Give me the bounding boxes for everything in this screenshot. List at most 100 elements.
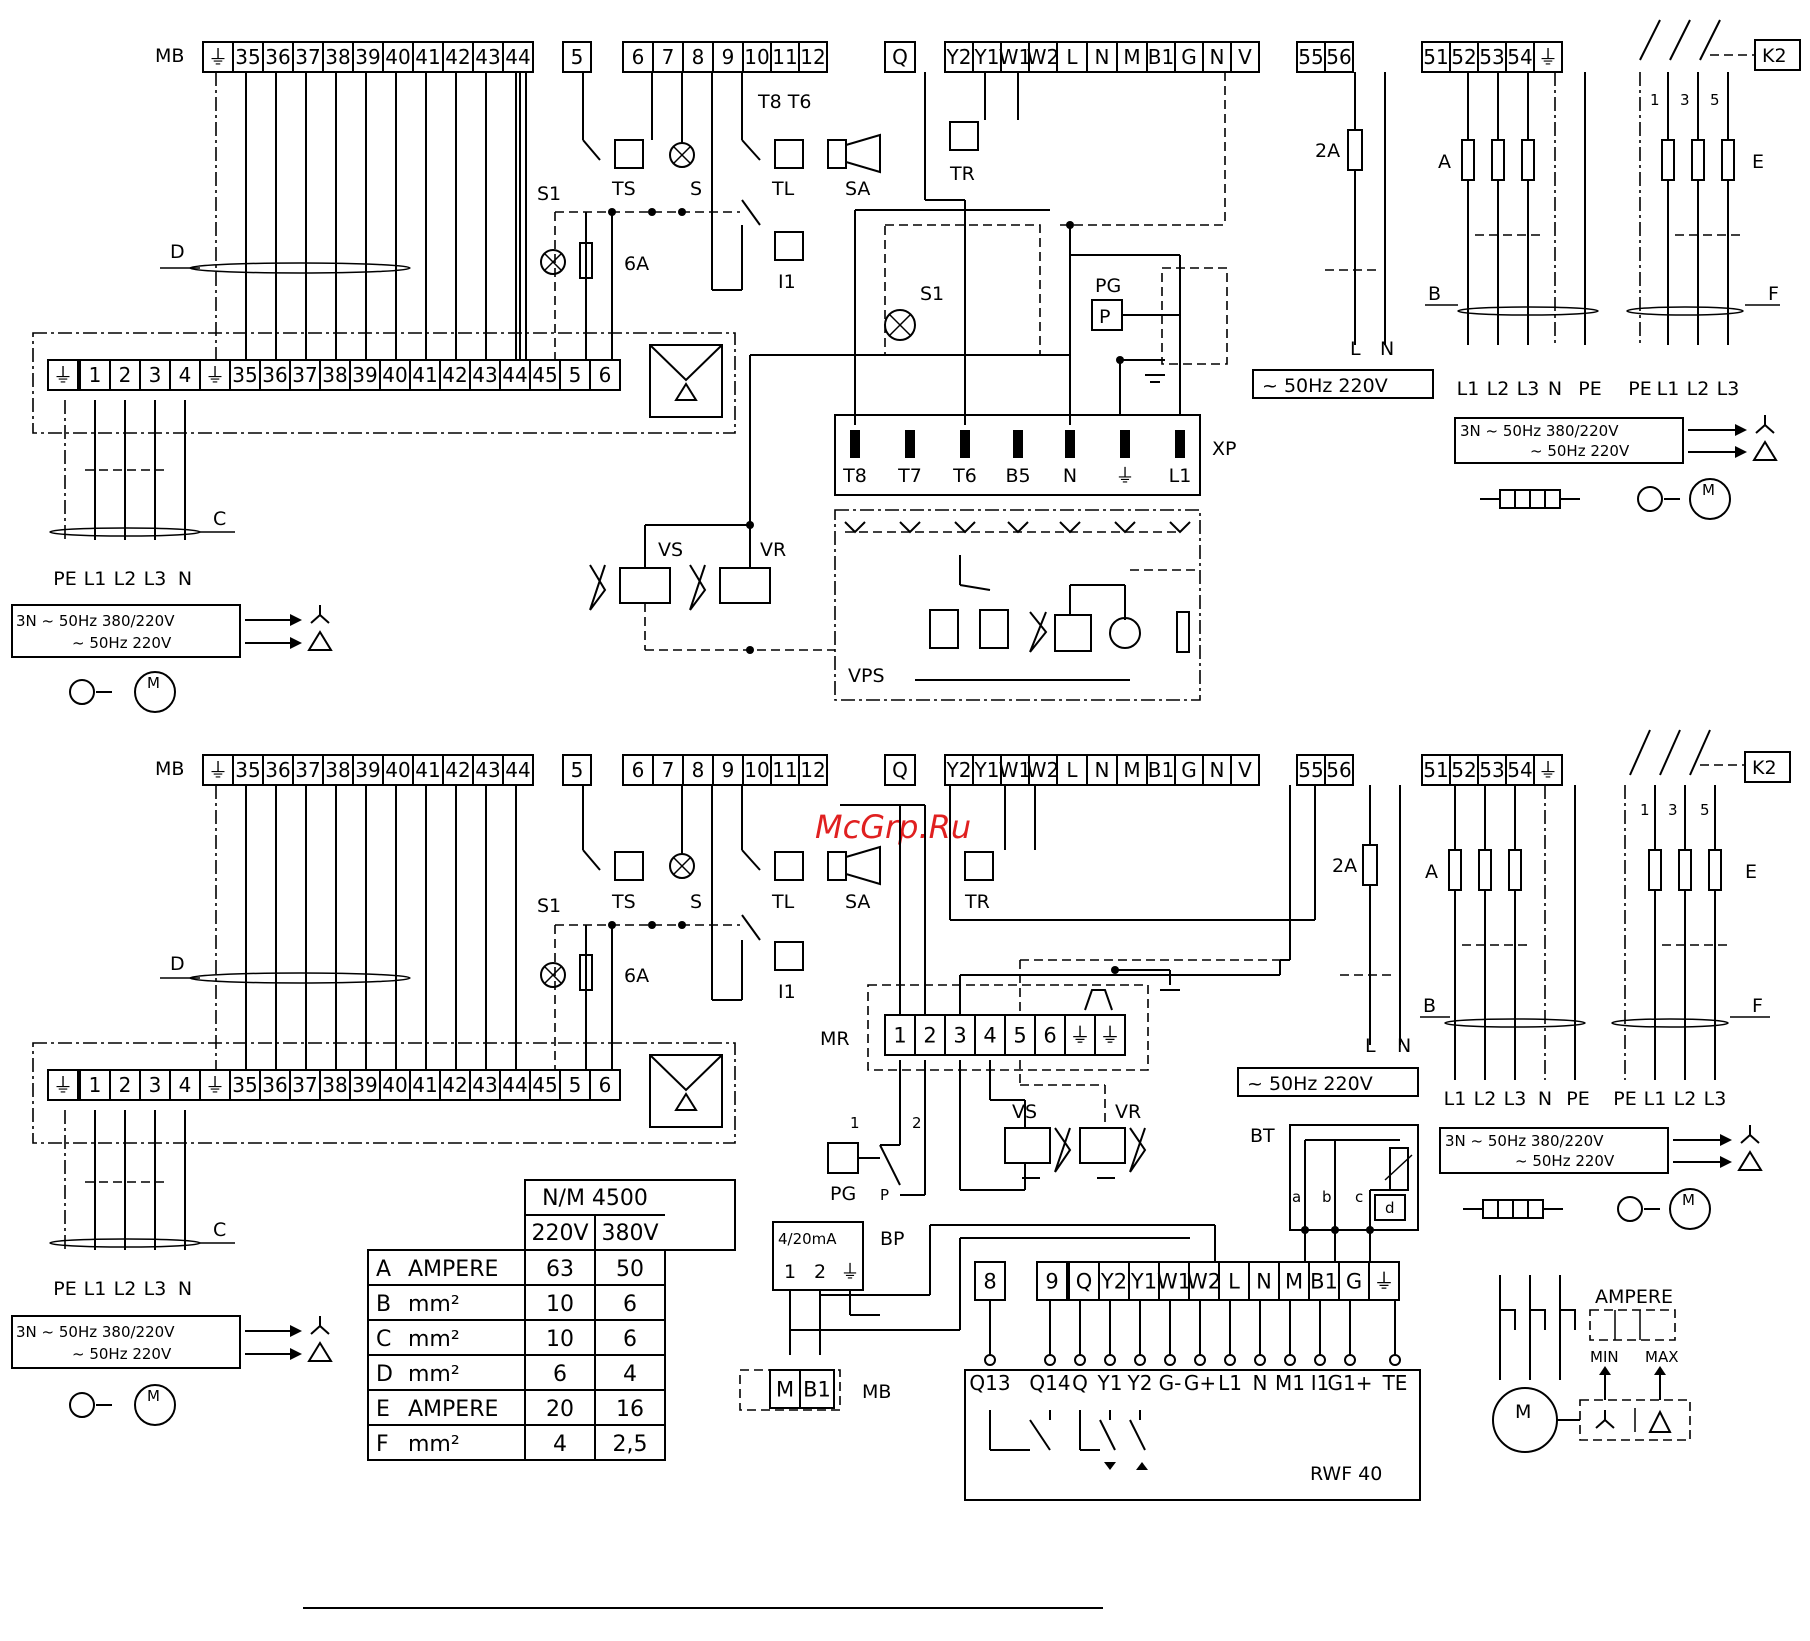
wire-bundle-bottom	[215, 785, 517, 1075]
supply-label: L1	[1444, 1088, 1467, 1110]
supply-label: L2	[1474, 1088, 1497, 1110]
svg-text:3N ~ 50Hz 380/220V: 3N ~ 50Hz 380/220V	[1460, 422, 1619, 440]
mb-terminal: 42	[445, 45, 470, 69]
svg-text:L: L	[1365, 1035, 1376, 1057]
mb-terminal: 5	[571, 45, 584, 69]
mb-terminal: 42	[445, 758, 470, 782]
svg-text:2: 2	[912, 1114, 922, 1132]
svg-text:TS: TS	[611, 178, 636, 200]
strip-terminal: ⏚	[53, 1073, 73, 1097]
mb-terminal: 44	[505, 758, 530, 782]
mb-terminal: L	[1066, 45, 1078, 69]
supply-label: L1	[84, 1278, 107, 1300]
mb-terminal: N	[1095, 45, 1110, 69]
vps-internals	[845, 531, 1200, 681]
bp-pin: 1	[784, 1261, 796, 1283]
table-row-key: B	[376, 1292, 391, 1317]
supply-label: L1	[84, 568, 107, 590]
supply-label: PE	[1578, 378, 1601, 400]
table-row-unit: AMPERE	[408, 1397, 498, 1422]
rwf-bottom-label: Q14	[1029, 1371, 1070, 1395]
mb-terminal: 37	[295, 45, 320, 69]
bp-pin: 2	[814, 1261, 826, 1283]
rwf-bottom-label: G+	[1184, 1371, 1216, 1395]
mr-terminal: 3	[953, 1024, 966, 1048]
table-row-key: E	[376, 1397, 390, 1422]
strip-terminal: 44	[502, 1073, 527, 1097]
cable-d-top	[189, 262, 411, 274]
svg-text:2A: 2A	[1332, 855, 1357, 877]
strip-terminal: 41	[412, 363, 437, 387]
svg-text:3: 3	[1680, 91, 1690, 109]
mb-terminal: Y1	[974, 758, 1000, 782]
svg-text:F: F	[1752, 995, 1763, 1017]
mr-terminal: 4	[983, 1024, 996, 1048]
svg-text:SA: SA	[845, 891, 870, 913]
strip-terminal: 1	[89, 1073, 102, 1097]
svg-text:1: 1	[1640, 801, 1650, 819]
rwf-top-terminal: 8	[983, 1270, 996, 1294]
supply-label: N	[178, 568, 192, 590]
rwf-bottom-label: Q13	[969, 1371, 1010, 1395]
strip-terminal: 2	[119, 1073, 132, 1097]
rwf-bottom-label: G-	[1159, 1371, 1182, 1395]
mb-terminal: N	[1210, 758, 1225, 782]
mb-terminal: Y2	[946, 758, 972, 782]
mb-terminal: M	[1123, 758, 1140, 782]
table-cell-380v: 16	[616, 1397, 644, 1422]
svg-text:TL: TL	[771, 891, 795, 913]
supply-label: L2	[1687, 378, 1710, 400]
mb-terminal: 52	[1451, 758, 1476, 782]
supply-label: L3	[144, 1278, 167, 1300]
mb-label-small: MB	[862, 1381, 891, 1403]
bp-pin: ⏚	[840, 1261, 859, 1283]
strip-terminal: 39	[352, 1073, 377, 1097]
mb-small-terminal: B1	[803, 1378, 831, 1402]
svg-text:MAX: MAX	[1645, 1348, 1678, 1366]
mb-terminal: 54	[1507, 758, 1532, 782]
xp-pin-label: T7	[897, 465, 922, 487]
strip-terminal: 37	[292, 1073, 317, 1097]
rwf-bottom-label: TE	[1382, 1371, 1408, 1395]
table-row-key: D	[376, 1362, 393, 1387]
supply-label: N	[1538, 1088, 1552, 1110]
svg-text:TR: TR	[964, 891, 990, 913]
burner-enclosure-bottom	[32, 1042, 736, 1144]
mr-wiring	[840, 804, 1281, 1015]
mb-terminal: 6	[632, 45, 645, 69]
supply-label: PE	[53, 568, 76, 590]
svg-text:TL: TL	[771, 178, 795, 200]
xp-group: S1 PG P XP	[749, 72, 1236, 525]
svg-text:XP: XP	[1212, 438, 1236, 460]
supply-label: PE	[1628, 378, 1651, 400]
strip-terminal: 6	[599, 363, 612, 387]
mb-terminal: 5	[571, 758, 584, 782]
svg-text:c: c	[1355, 1188, 1363, 1206]
table-cell-220v: 63	[546, 1257, 574, 1282]
supply-label: L3	[1717, 378, 1740, 400]
svg-text:~ 50Hz 220V: ~ 50Hz 220V	[72, 1345, 172, 1363]
xp-pin-label: B5	[1005, 465, 1030, 487]
voltage-box-mid-top	[1454, 417, 1684, 464]
table-cell-220v: 4	[553, 1432, 567, 1457]
supply-label: PE	[1566, 1088, 1589, 1110]
rwf-top-terminal: G	[1346, 1270, 1362, 1294]
tr-group-top: TR	[924, 72, 1019, 201]
rwf-top-terminal: ⏚	[1374, 1270, 1395, 1294]
svg-text:M: M	[1682, 1191, 1695, 1209]
svg-text:C: C	[213, 1219, 226, 1241]
mb-terminal: M	[1123, 45, 1140, 69]
table-row-unit: mm²	[408, 1292, 460, 1317]
svg-text:P: P	[880, 1186, 889, 1204]
svg-text:A: A	[1425, 861, 1438, 883]
mb-terminal: 39	[355, 758, 380, 782]
strip-terminal: 42	[442, 363, 467, 387]
svg-text:S: S	[690, 178, 702, 200]
strip-terminal: 37	[292, 363, 317, 387]
